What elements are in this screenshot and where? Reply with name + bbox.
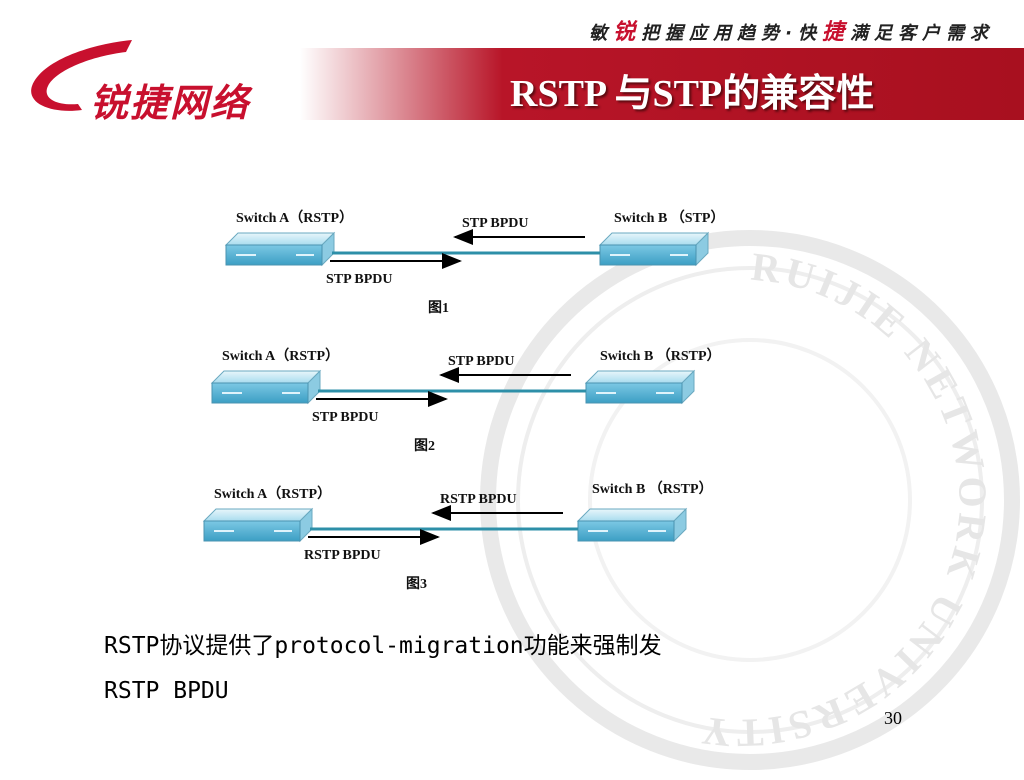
switch-b-icon [585,370,695,404]
figure-2: Switch A（RSTP） Switch B （RSTP） STP BPDU … [211,348,721,454]
stp-compatibility-diagram: Switch A（RSTP） Switch B （STP） STP BPDU S… [203,210,724,592]
switch-a-icon [203,508,313,542]
body-text-line-2: RSTP BPDU [104,678,229,704]
switch-b-label: Switch B （RSTP） [600,348,721,364]
slogan: 敏锐把握应用趋势·快捷满足客户需求 [589,14,994,46]
bottom-bpdu-label: STP BPDU [326,272,393,287]
slogan-highlight: 捷 [821,20,850,45]
figure-3: Switch A（RSTP） Switch B （RSTP） RSTP BPDU… [203,481,713,592]
top-bpdu-label: STP BPDU [462,216,529,231]
switch-b-icon [599,232,709,266]
logo-text: 锐捷网络 [90,81,251,120]
slogan-part: 满足客户需求 [850,23,994,44]
top-bpdu-label: STP BPDU [448,354,515,369]
slide-header: 敏锐把握应用趋势·快捷满足客户需求 锐捷网络 RSTP 与STP的兼容性 [0,0,1024,120]
top-bpdu-label: RSTP BPDU [440,492,517,507]
slide-title: RSTP 与STP的兼容性 [510,73,875,115]
figure-1: Switch A（RSTP） Switch B （STP） STP BPDU S… [225,210,724,316]
switch-a-icon [211,370,321,404]
figure-caption: 图1 [428,300,449,316]
switch-b-label: Switch B （RSTP） [592,481,713,497]
figure-caption: 图3 [406,576,427,592]
header-red-band [300,48,1024,120]
switch-a-label: Switch A（RSTP） [236,210,353,226]
switch-a-icon [225,232,335,266]
slogan-part: 把握应用趋势·快 [641,23,822,44]
page-number: 30 [884,708,902,728]
switch-b-label: Switch B （STP） [614,210,724,226]
body-text-line-1: RSTP协议提供了protocol-migration功能来强制发 [104,633,662,659]
switch-a-label: Switch A（RSTP） [222,348,339,364]
university-seal-watermark: RUIJIE NETWORK UNIVERSITY [480,230,1020,770]
bottom-bpdu-label: STP BPDU [312,410,379,425]
switch-a-label: Switch A（RSTP） [214,486,331,502]
ruijie-logo-icon [31,40,132,111]
slogan-highlight: 锐 [613,20,642,45]
switch-b-icon [577,508,687,542]
bottom-bpdu-label: RSTP BPDU [304,548,381,563]
figure-caption: 图2 [414,438,435,454]
slogan-part: 敏 [589,23,614,44]
